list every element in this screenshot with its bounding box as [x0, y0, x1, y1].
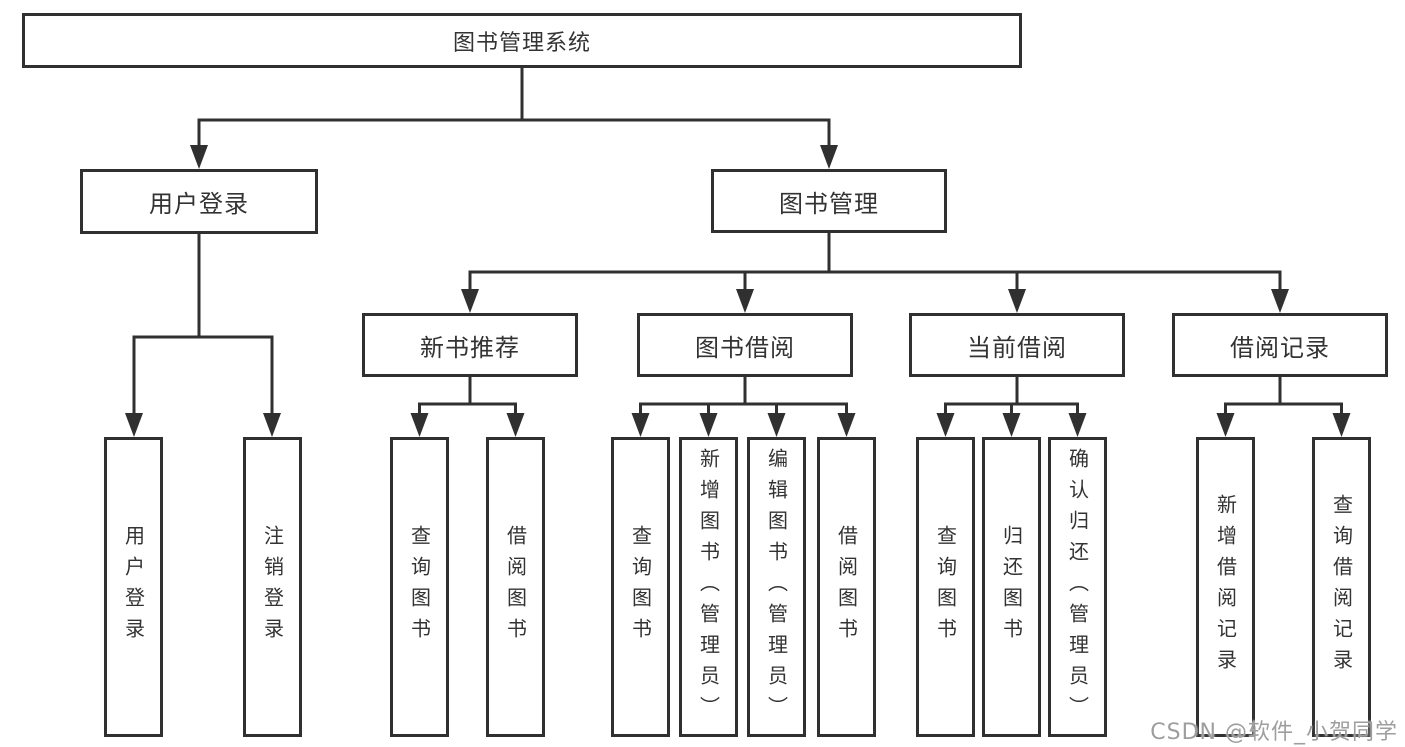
node-label: 新增借阅记录 — [1213, 494, 1238, 680]
node-book-borrowing: 图书借阅 — [637, 313, 853, 377]
node-book-management: 图书管理 — [711, 169, 947, 233]
node-borrowing-records: 借阅记录 — [1172, 313, 1388, 377]
node-label: 编辑图书（管理员） — [764, 447, 789, 727]
node-label: 查询图书 — [628, 525, 653, 649]
node-label: 查询图书 — [933, 525, 958, 649]
node-leaf-borrow-book-recommend: 借阅图书 — [486, 437, 545, 737]
node-root-library-system: 图书管理系统 — [22, 13, 1022, 68]
node-label: 新增图书（管理员） — [696, 447, 721, 727]
node-label: 借阅图书 — [834, 525, 859, 649]
node-label: 用户登录 — [121, 525, 146, 649]
node-leaf-borrow-book: 借阅图书 — [817, 437, 876, 737]
node-label: 查询图书 — [407, 525, 432, 649]
node-leaf-query-book-current: 查询图书 — [916, 437, 975, 737]
node-label: 图书管理系统 — [452, 30, 591, 56]
node-label: 图书管理 — [779, 189, 879, 218]
node-new-book-recommend: 新书推荐 — [362, 313, 578, 377]
node-label: 用户登录 — [149, 190, 249, 218]
node-leaf-return-book: 归还图书 — [982, 437, 1041, 737]
node-label: 确认归还（管理员） — [1065, 447, 1090, 727]
node-leaf-edit-book-admin: 编辑图书（管理员） — [747, 437, 806, 737]
node-leaf-query-borrow-record: 查询借阅记录 — [1312, 437, 1371, 737]
node-leaf-confirm-return-admin: 确认归还（管理员） — [1048, 437, 1107, 737]
node-leaf-user-login: 用户登录 — [104, 437, 163, 737]
node-label: 借阅记录 — [1230, 333, 1330, 362]
node-label: 新书推荐 — [420, 333, 520, 362]
node-current-borrowing: 当前借阅 — [909, 313, 1125, 377]
node-label: 借阅图书 — [503, 525, 528, 649]
connector-segments — [132, 68, 1343, 415]
node-leaf-query-book-borrow: 查询图书 — [611, 437, 670, 737]
node-leaf-query-book-recommend: 查询图书 — [390, 437, 449, 737]
node-leaf-add-book-admin: 新增图书（管理员） — [679, 437, 738, 737]
node-label: 当前借阅 — [967, 333, 1067, 362]
node-label: 图书借阅 — [695, 333, 795, 362]
node-label: 归还图书 — [999, 525, 1024, 649]
node-leaf-add-borrow-record: 新增借阅记录 — [1196, 437, 1255, 737]
node-leaf-logout: 注销登录 — [243, 437, 302, 737]
arrowheads — [125, 145, 1351, 437]
node-label: 查询借阅记录 — [1329, 494, 1354, 680]
csdn-watermark: CSDN @软件_小贺同学 — [1150, 720, 1398, 745]
node-user-login: 用户登录 — [80, 169, 318, 234]
node-label: 注销登录 — [260, 525, 285, 649]
